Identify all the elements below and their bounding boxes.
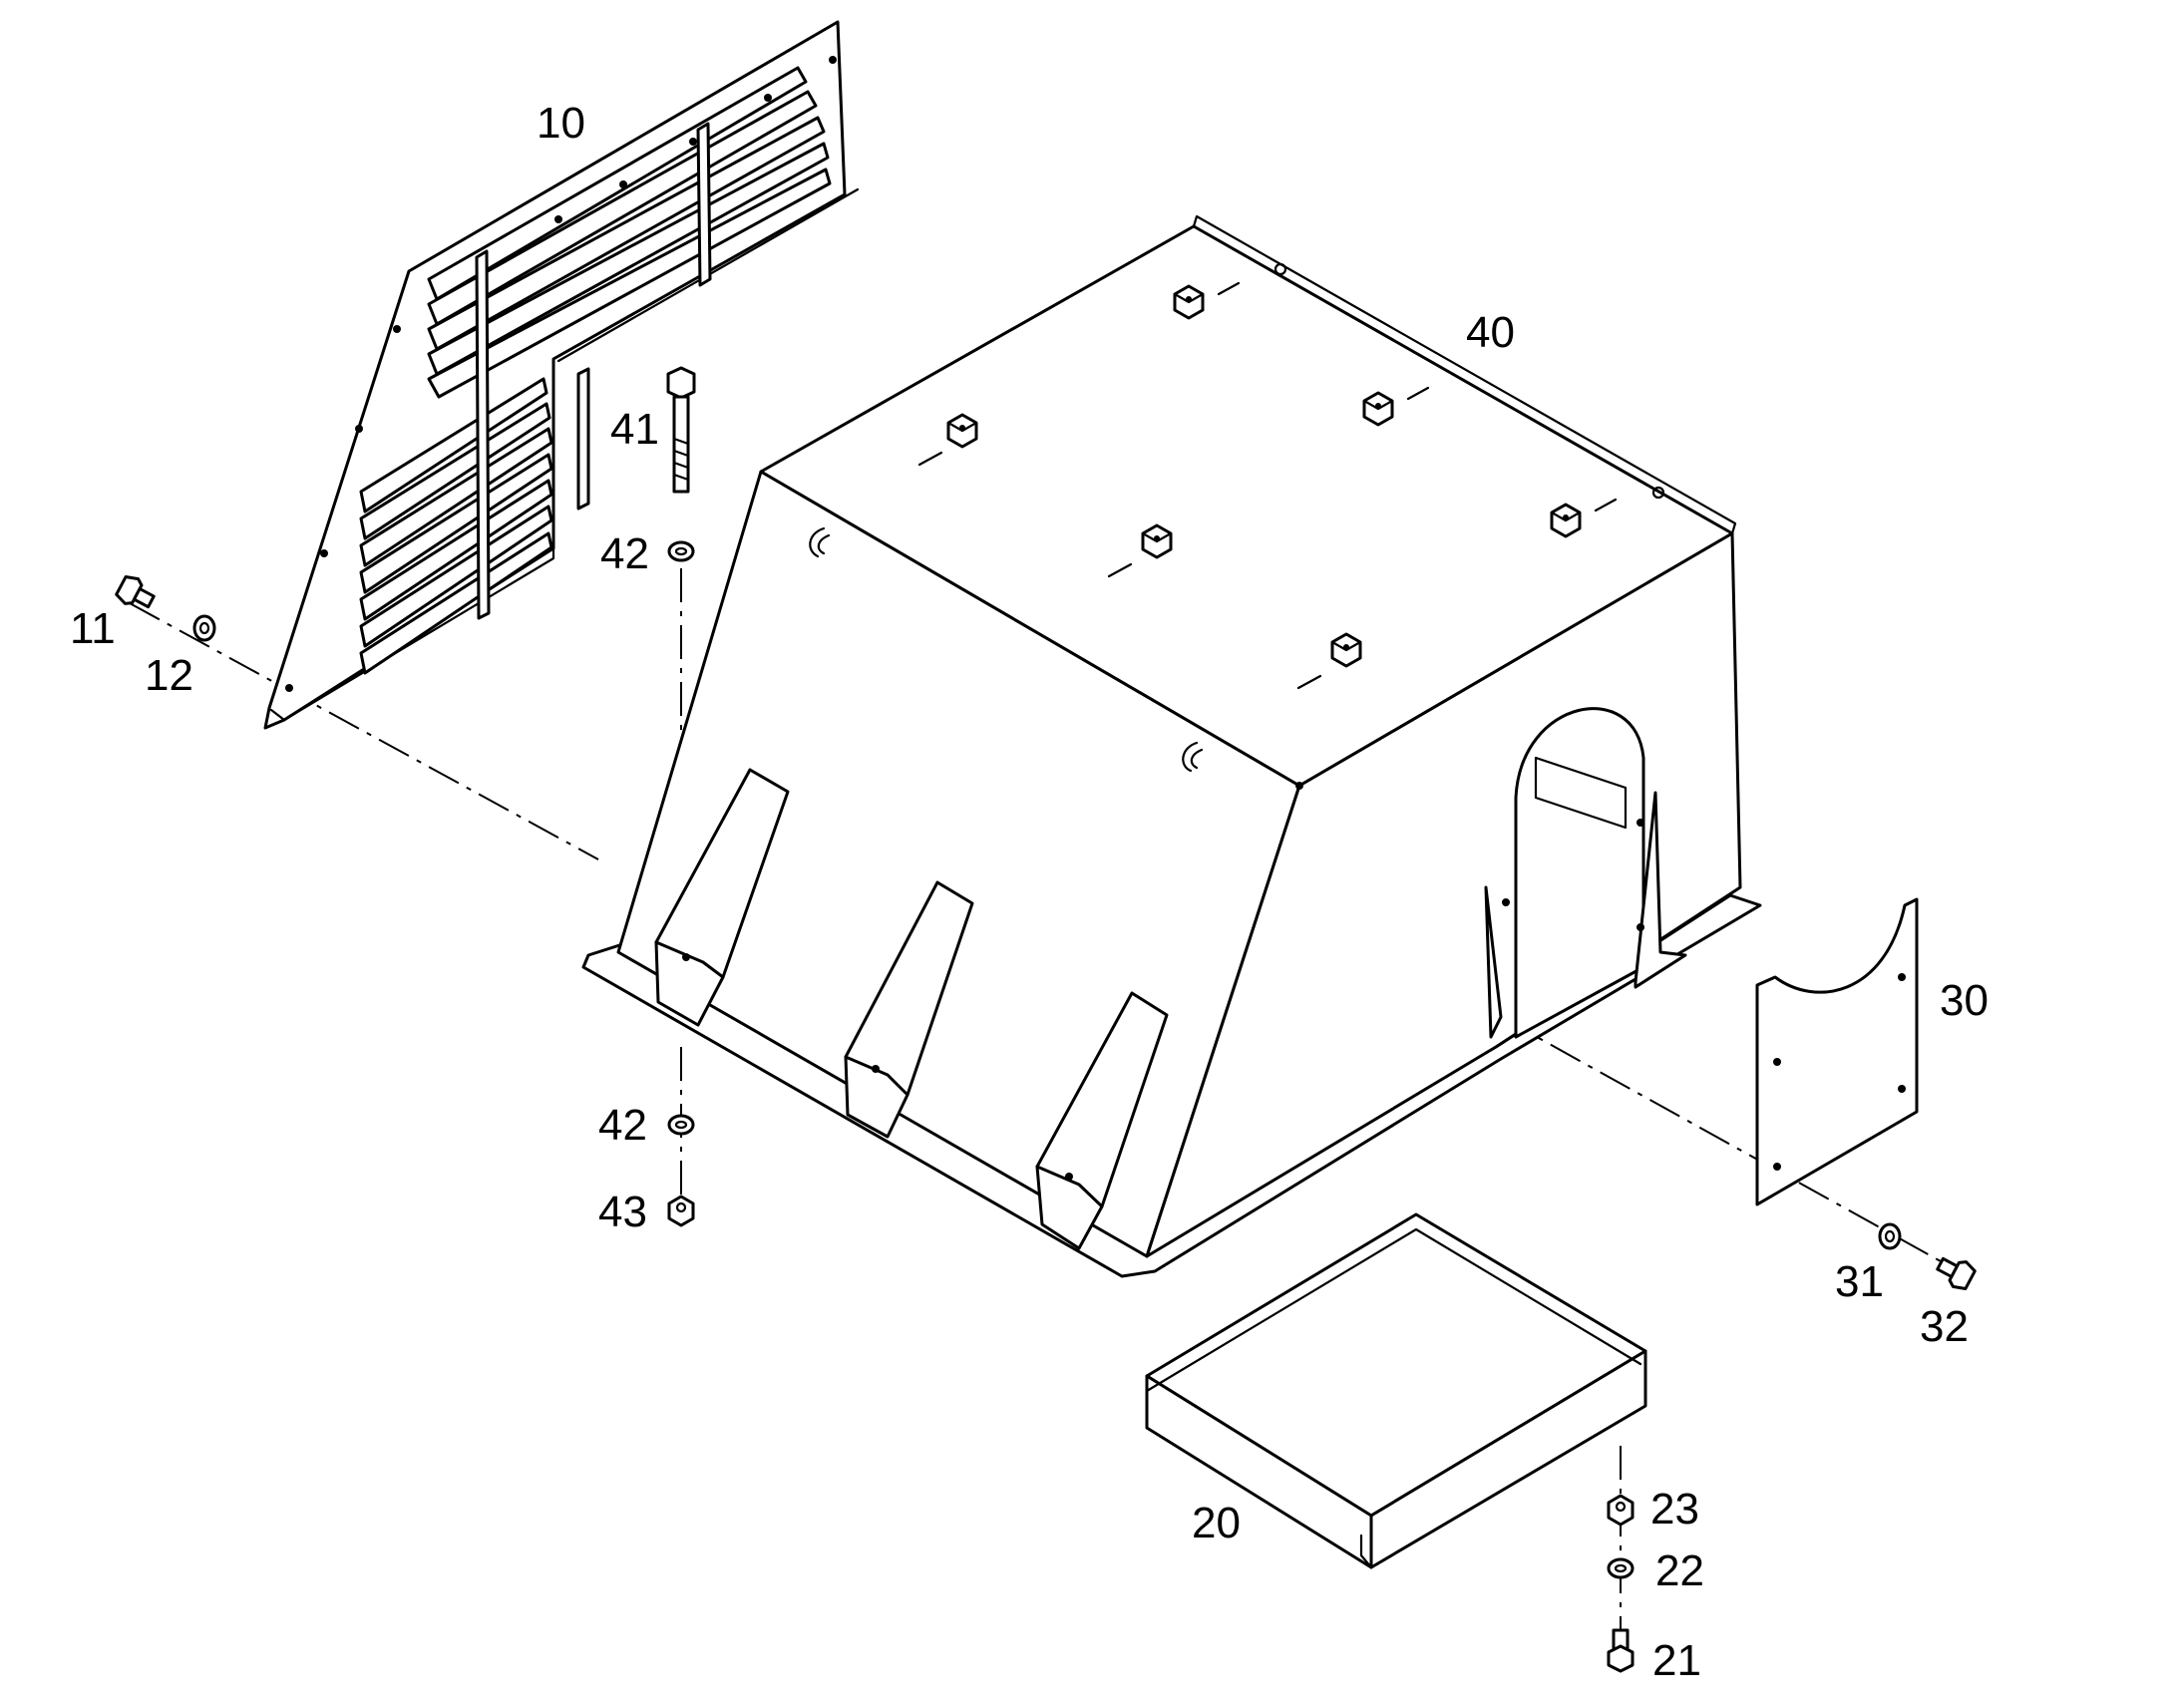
- hood-body-part-40: [581, 214, 1762, 1278]
- front-clip-left: [809, 526, 831, 558]
- washer-12: [192, 614, 216, 642]
- callout-43: 43: [598, 1188, 647, 1236]
- callout-41: 41: [610, 405, 659, 454]
- callout-20: 20: [1192, 1499, 1241, 1547]
- fasteners: [115, 366, 1977, 1673]
- callout-10: 10: [537, 99, 585, 148]
- front-stiffener-ribs: [654, 768, 1169, 1250]
- front-clip-right: [1182, 741, 1204, 773]
- callout-11: 11: [70, 604, 116, 653]
- louvered-grille-part-10: [263, 20, 860, 730]
- bolt-32: [1936, 1256, 1977, 1290]
- washer-22: [1607, 1557, 1635, 1579]
- callout-40: 40: [1466, 308, 1515, 357]
- grille-louvers-lower: [359, 377, 553, 675]
- callout-30: 30: [1940, 976, 1989, 1025]
- bolt-41: [666, 366, 696, 494]
- callout-12: 12: [145, 651, 193, 700]
- side-arch-opening: [1514, 707, 1645, 1039]
- callout-31: 31: [1835, 1257, 1884, 1306]
- bolt-11: [115, 575, 156, 609]
- callout-22: 22: [1655, 1546, 1704, 1595]
- nut-43: [667, 1195, 695, 1227]
- callout-21: 21: [1652, 1636, 1701, 1685]
- callout-32: 32: [1920, 1302, 1969, 1351]
- side-cover-plate-part-30: [1755, 897, 1919, 1206]
- top-weld-nuts: [917, 262, 1665, 690]
- callout-42-upper: 42: [600, 529, 649, 578]
- washer-42-upper: [667, 540, 695, 562]
- nut-23: [1607, 1494, 1635, 1527]
- bolt-21: [1607, 1628, 1635, 1673]
- callout-42-lower: 42: [598, 1101, 647, 1150]
- tray-part-20: [1145, 1212, 1647, 1569]
- washer-31: [1878, 1222, 1902, 1250]
- washer-42-lower: [667, 1114, 695, 1136]
- grille-louvers-upper: [427, 66, 832, 399]
- callout-23: 23: [1650, 1485, 1699, 1534]
- callout-labels: 10 11 12 40 41 42 42 43 30 31 32 20 23 2…: [70, 99, 1989, 1685]
